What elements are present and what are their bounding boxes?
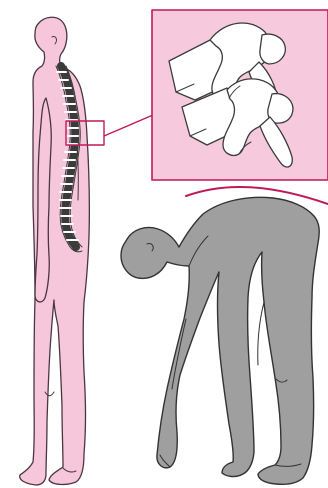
highlight-connector <box>104 115 153 136</box>
bent-body <box>121 197 319 484</box>
standing-person-icon <box>20 17 90 485</box>
forward-bend-person-icon <box>121 197 319 484</box>
upright-body <box>20 17 90 485</box>
vertebra-icon <box>152 10 328 180</box>
upper-vertebra-process <box>260 34 285 64</box>
bent-leg-line <box>258 302 264 365</box>
